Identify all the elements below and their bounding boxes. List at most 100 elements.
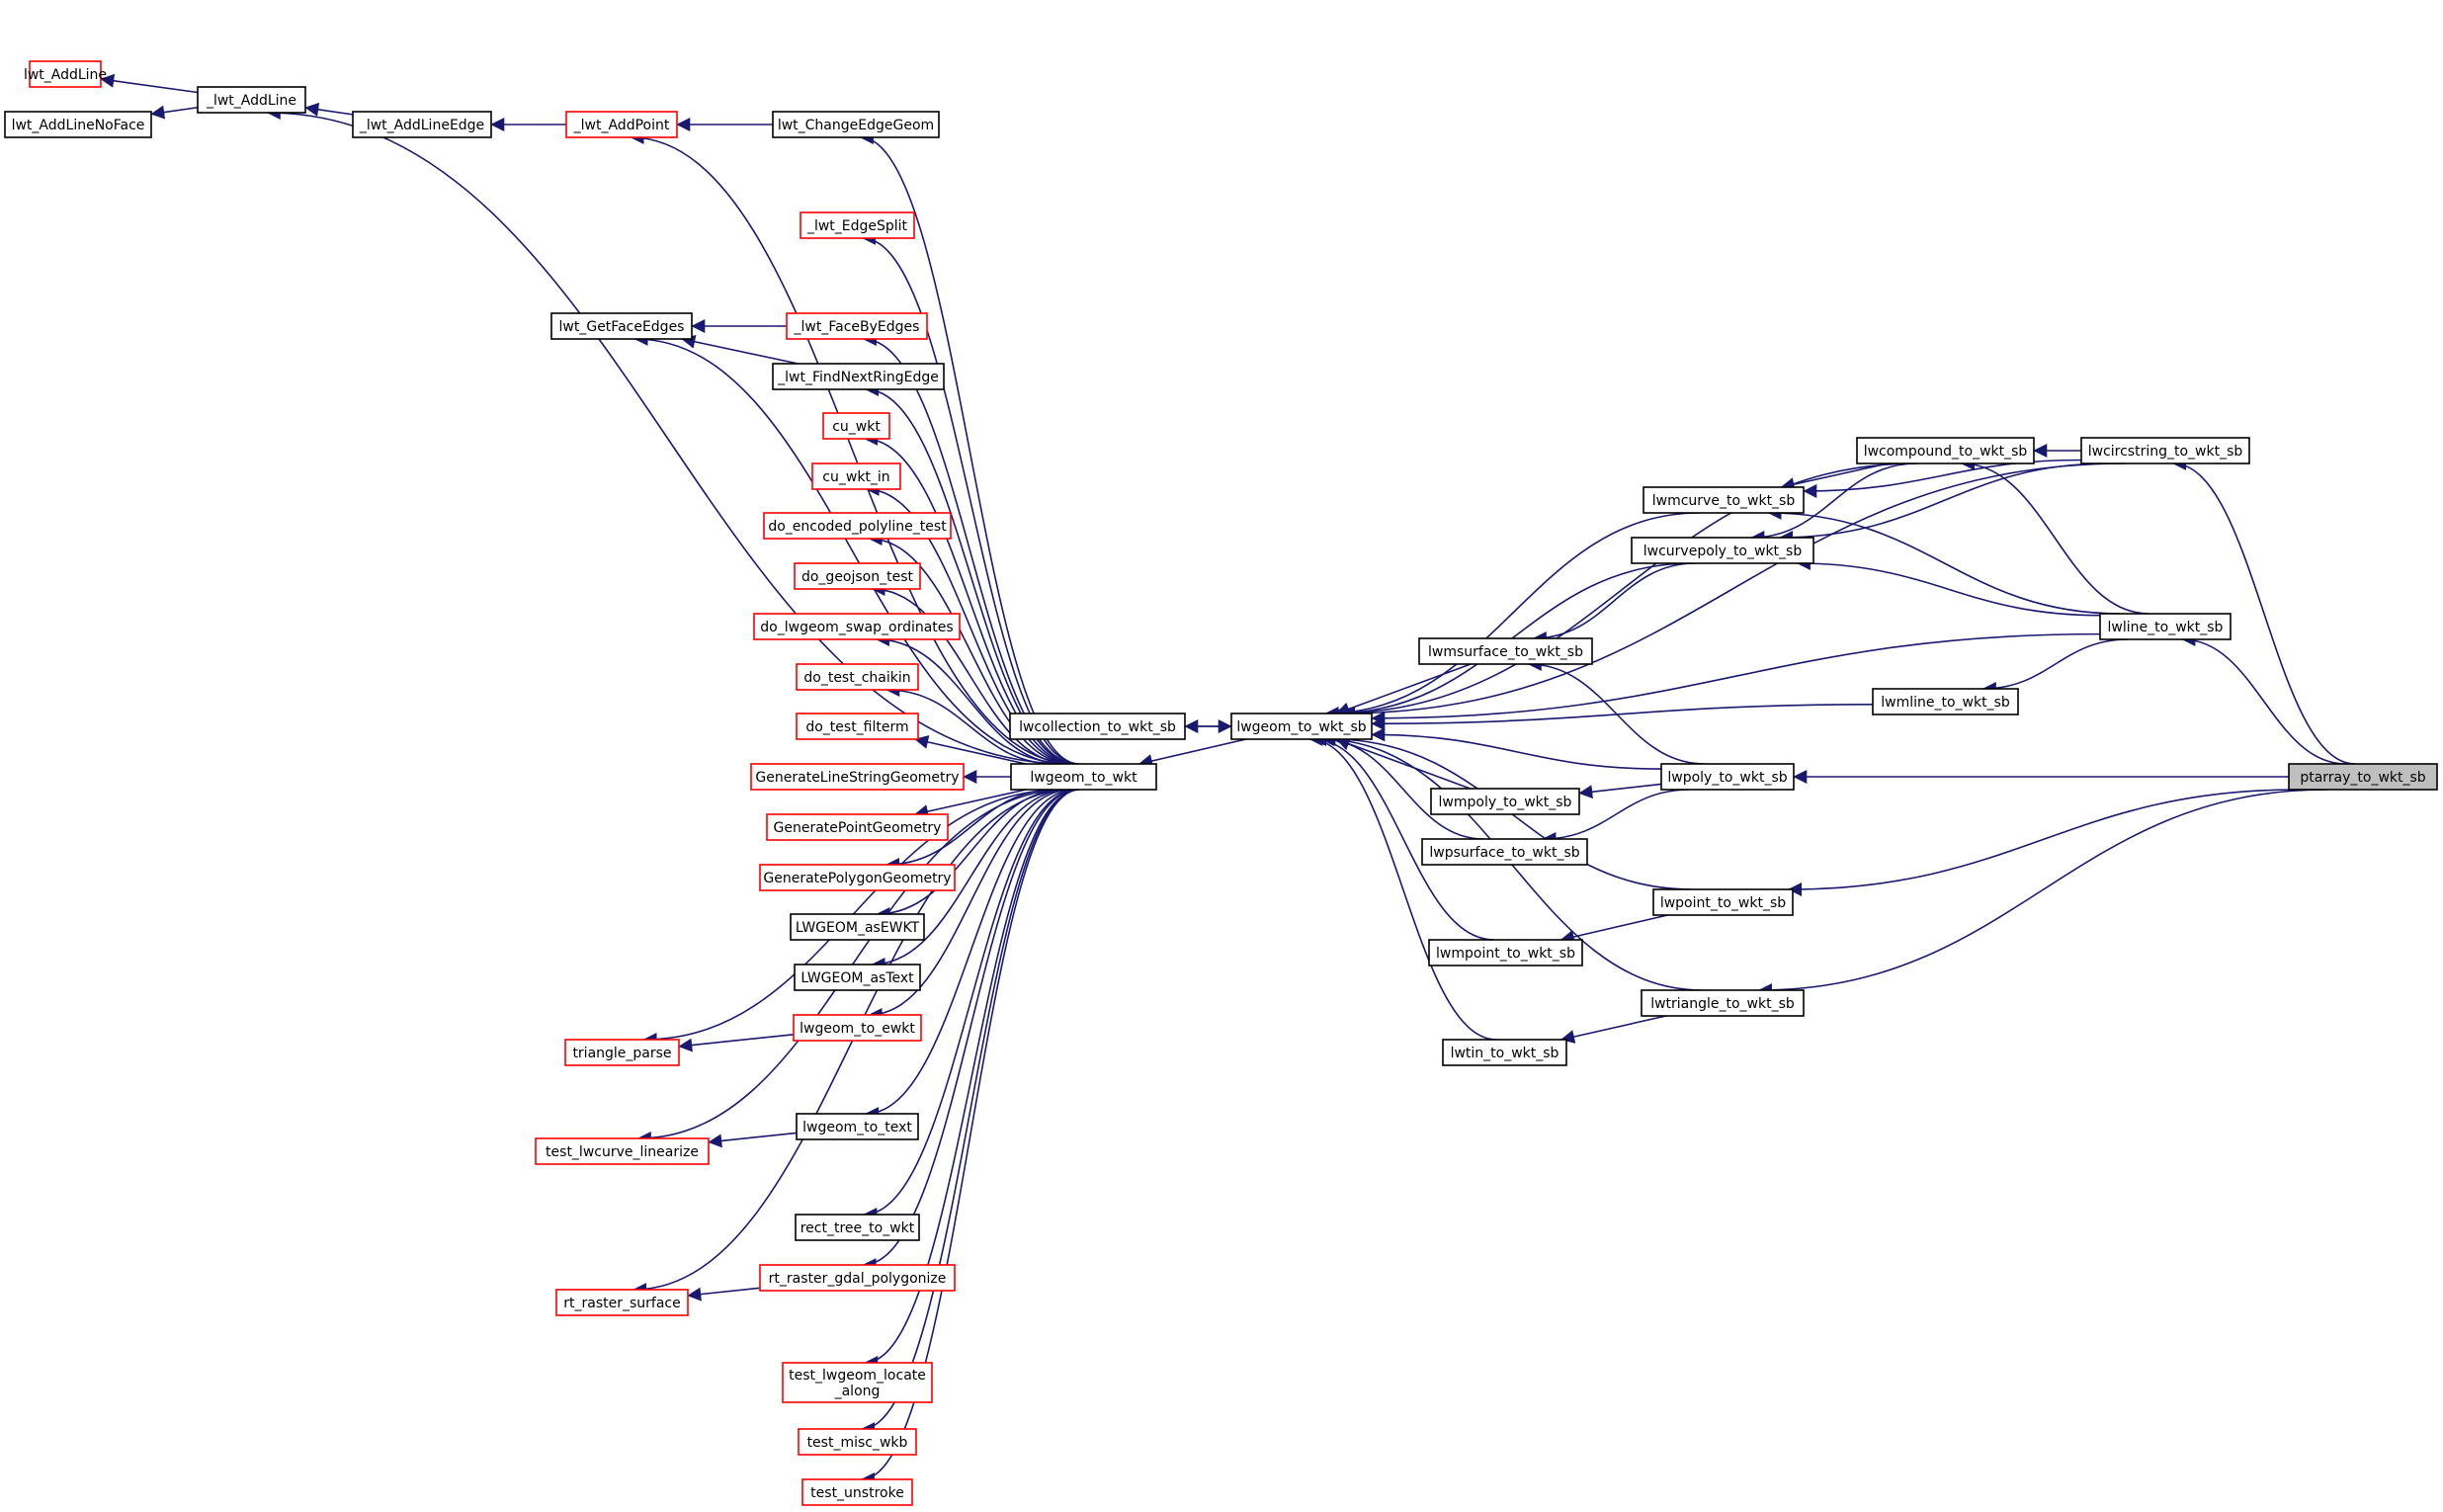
node-lwt-edgesplit[interactable]: _lwt_EdgeSplit [800,211,915,239]
node-lwmline-to-wkt-sb[interactable]: lwmline_to_wkt_sb [1872,688,2019,715]
node-label: LWGEOM_asText [800,970,914,986]
node-lwt-facebyedges[interactable]: _lwt_FaceByEdges [786,312,928,340]
edge-lwcircstring-to-wkt-sb-to-lwmcurve-to-wkt-sb [1803,459,2082,498]
node-label: test_lwcurve_linearize [546,1144,699,1160]
node-label: triangle_parse [572,1046,671,1061]
node-generatepointgeometry[interactable]: GeneratePointGeometry [766,813,949,841]
node-label: GeneratePolygonGeometry [763,871,951,886]
node-label: rt_raster_surface [563,1296,680,1311]
edge-lwgeom-to-wkt-to-do-test-filterm [914,735,1027,765]
node-label: lwmpoly_to_wkt_sb [1439,795,1572,810]
node-rect-tree-to-wkt[interactable]: rect_tree_to_wkt [795,1214,920,1241]
node-lwt-findnextringedge[interactable]: _lwt_FindNextRingEdge [772,363,945,390]
node-lwmpoly-to-wkt-sb[interactable]: lwmpoly_to_wkt_sb [1430,788,1580,815]
node-label: test_unstroke [810,1485,904,1501]
node-box [2080,437,2250,464]
node-label: lwtriangle_to_wkt_sb [1650,996,1795,1012]
node-lwline-to-wkt-sb[interactable]: lwline_to_wkt_sb [2099,613,2232,640]
node-lwgeom-astext[interactable]: LWGEOM_asText [794,964,921,991]
edge-lwcircstring-to-wkt-sb-to-lwcurvepoly-to-wkt-sb [1778,462,2109,545]
node-label: rect_tree_to_wkt [800,1220,915,1236]
node-generatelinestringgeometry[interactable]: GenerateLineStringGeometry [750,763,965,791]
edge-lwgeom-to-wkt-to-lwgeom-astext [871,789,1069,971]
node-lwpoly-to-wkt-sb[interactable]: lwpoly_to_wkt_sb [1660,763,1795,791]
node-cu-wkt[interactable]: cu_wkt [822,412,890,440]
node-label: _lwt_AddLine [206,93,296,109]
node-lwtin-to-wkt-sb[interactable]: lwtin_to_wkt_sb [1442,1039,1567,1066]
node-lwcompound-to-wkt-sb[interactable]: lwcompound_to_wkt_sb [1856,437,2035,464]
node-lwcollection-to-wkt-sb[interactable]: lwcollection_to_wkt_sb [1009,713,1186,740]
node-box [786,312,928,340]
node-lwgeom-to-wkt-sb[interactable]: lwgeom_to_wkt_sb [1230,713,1373,740]
node-generatepolygongeometry[interactable]: GeneratePolygonGeometry [759,864,956,891]
node-cu-wkt-in[interactable]: cu_wkt_in [811,462,901,490]
edge-lwpoly-to-wkt-sb-to-lwmsurface-to-wkt-sb [1527,657,1706,765]
node-lwcircstring-to-wkt-sb[interactable]: lwcircstring_to_wkt_sb [2080,437,2250,464]
node-box [352,111,492,138]
node-label: _lwt_FindNextRingEdge [777,370,939,385]
node-lwcurvepoly-to-wkt-sb[interactable]: lwcurvepoly_to_wkt_sb [1631,537,1814,564]
node-box [4,111,152,138]
node-lwpoint-to-wkt-sb[interactable]: lwpoint_to_wkt_sb [1652,888,1794,916]
node-do-geojson-test[interactable]: do_geojson_test [794,562,921,590]
edge-lwline-to-wkt-sb-to-lwgeom-to-wkt-sb [1371,632,2101,725]
node-test-misc-wkb[interactable]: test_misc_wkb [798,1428,917,1456]
node-lwt-addlineedge[interactable]: _lwt_AddLineEdge [352,111,492,138]
node-lwmpoint-to-wkt-sb[interactable]: lwmpoint_to_wkt_sb [1428,939,1583,966]
node-lwmsurface-to-wkt-sb[interactable]: lwmsurface_to_wkt_sb [1418,637,1593,665]
edges-layer [100,73,2356,1486]
node-box [550,312,693,340]
node-test-lwgeom-locate-along[interactable]: test_lwgeom_locate_along [782,1362,933,1403]
node-box [822,412,890,440]
node-do-test-filterm[interactable]: do_test_filterm [796,713,919,740]
edge-lwgeom-to-wkt-to-rect-tree-to-wkt [863,789,1077,1221]
node-do-lwgeom-swap-ordinates[interactable]: do_lwgeom_swap_ordinates [753,613,961,640]
edge-ptarray-to-wkt-sb-to-lwtriangle-to-wkt-sb [1758,789,2327,997]
node-box [565,111,678,138]
edge-ptarray-to-wkt-sb-to-lwcircstring-to-wkt-sb [2172,457,2356,765]
node-lwt-changeedgegeom[interactable]: lwt_ChangeEdgeGeom [772,111,940,138]
node-lwgeom-to-wkt[interactable]: lwgeom_to_wkt [1010,763,1157,791]
node-lwt-addline[interactable]: _lwt_AddLine [197,86,306,114]
edge-lwgeom-to-wkt-to-do-encoded-polyline-test [868,532,1072,765]
node-box [555,1289,689,1316]
node-lwmcurve-to-wkt-sb[interactable]: lwmcurve_to_wkt_sb [1643,486,1805,514]
node-label: lwgeom_to_text [802,1120,912,1135]
node-do-encoded-polyline-test[interactable]: do_encoded_polyline_test [763,512,952,540]
node-lwt-addlinenoface[interactable]: lwt_AddLineNoFace [4,111,152,138]
node-lwtriangle-to-wkt-sb[interactable]: lwtriangle_to_wkt_sb [1641,989,1805,1017]
edge-lwmsurface-to-wkt-sb-to-lwgeom-to-wkt-sb [1335,663,1472,715]
node-box [1418,637,1593,665]
node-ptarray-to-wkt-sb[interactable]: ptarray_to_wkt_sb [2288,763,2438,791]
node-lwpsurface-to-wkt-sb[interactable]: lwpsurface_to_wkt_sb [1421,838,1588,866]
node-box [1421,838,1588,866]
node-box [535,1137,710,1165]
node-lwgeom-to-ewkt[interactable]: lwgeom_to_ewkt [793,1014,922,1042]
node-lwgeom-asewkt[interactable]: LWGEOM_asEWKT [790,913,925,941]
node-label: lwcollection_to_wkt_sb [1019,719,1176,735]
node-rt-raster-gdal-polygonize[interactable]: rt_raster_gdal_polygonize [759,1264,956,1292]
node-box [1631,537,1814,564]
node-lwt-addline[interactable]: lwt_AddLine [24,60,107,88]
node-box [759,1264,956,1292]
node-label: do_test_chaikin [803,670,910,686]
node-do-test-chaikin[interactable]: do_test_chaikin [796,663,919,691]
node-box [1428,939,1583,966]
nodes-layer: lwt_AddLine lwt_AddLineNoFace _lwt_AddLine… [4,60,2438,1506]
edge-ptarray-to-wkt-sb-to-lwpoint-to-wkt-sb [1788,789,2298,896]
node-lwt-addpoint[interactable]: _lwt_AddPoint [565,111,678,138]
edge-lwt-addline-to-lwt-addline [100,73,199,94]
node-lwt-getfaceedges[interactable]: lwt_GetFaceEdges [550,312,693,340]
node-box [2099,613,2232,640]
node-triangle-parse[interactable]: triangle_parse [564,1039,680,1066]
edge-lwgeom-to-text-to-test-lwcurve-linearize [708,1132,798,1148]
node-lwgeom-to-text[interactable]: lwgeom_to_text [796,1113,919,1140]
node-rt-raster-surface[interactable]: rt_raster_surface [555,1289,689,1316]
node-box [811,462,901,490]
node-test-lwcurve-linearize[interactable]: test_lwcurve_linearize [535,1137,710,1165]
node-test-unstroke[interactable]: test_unstroke [801,1478,913,1506]
node-box [1660,763,1795,791]
node-label: lwt_AddLine [24,67,107,83]
node-box [801,1478,913,1506]
